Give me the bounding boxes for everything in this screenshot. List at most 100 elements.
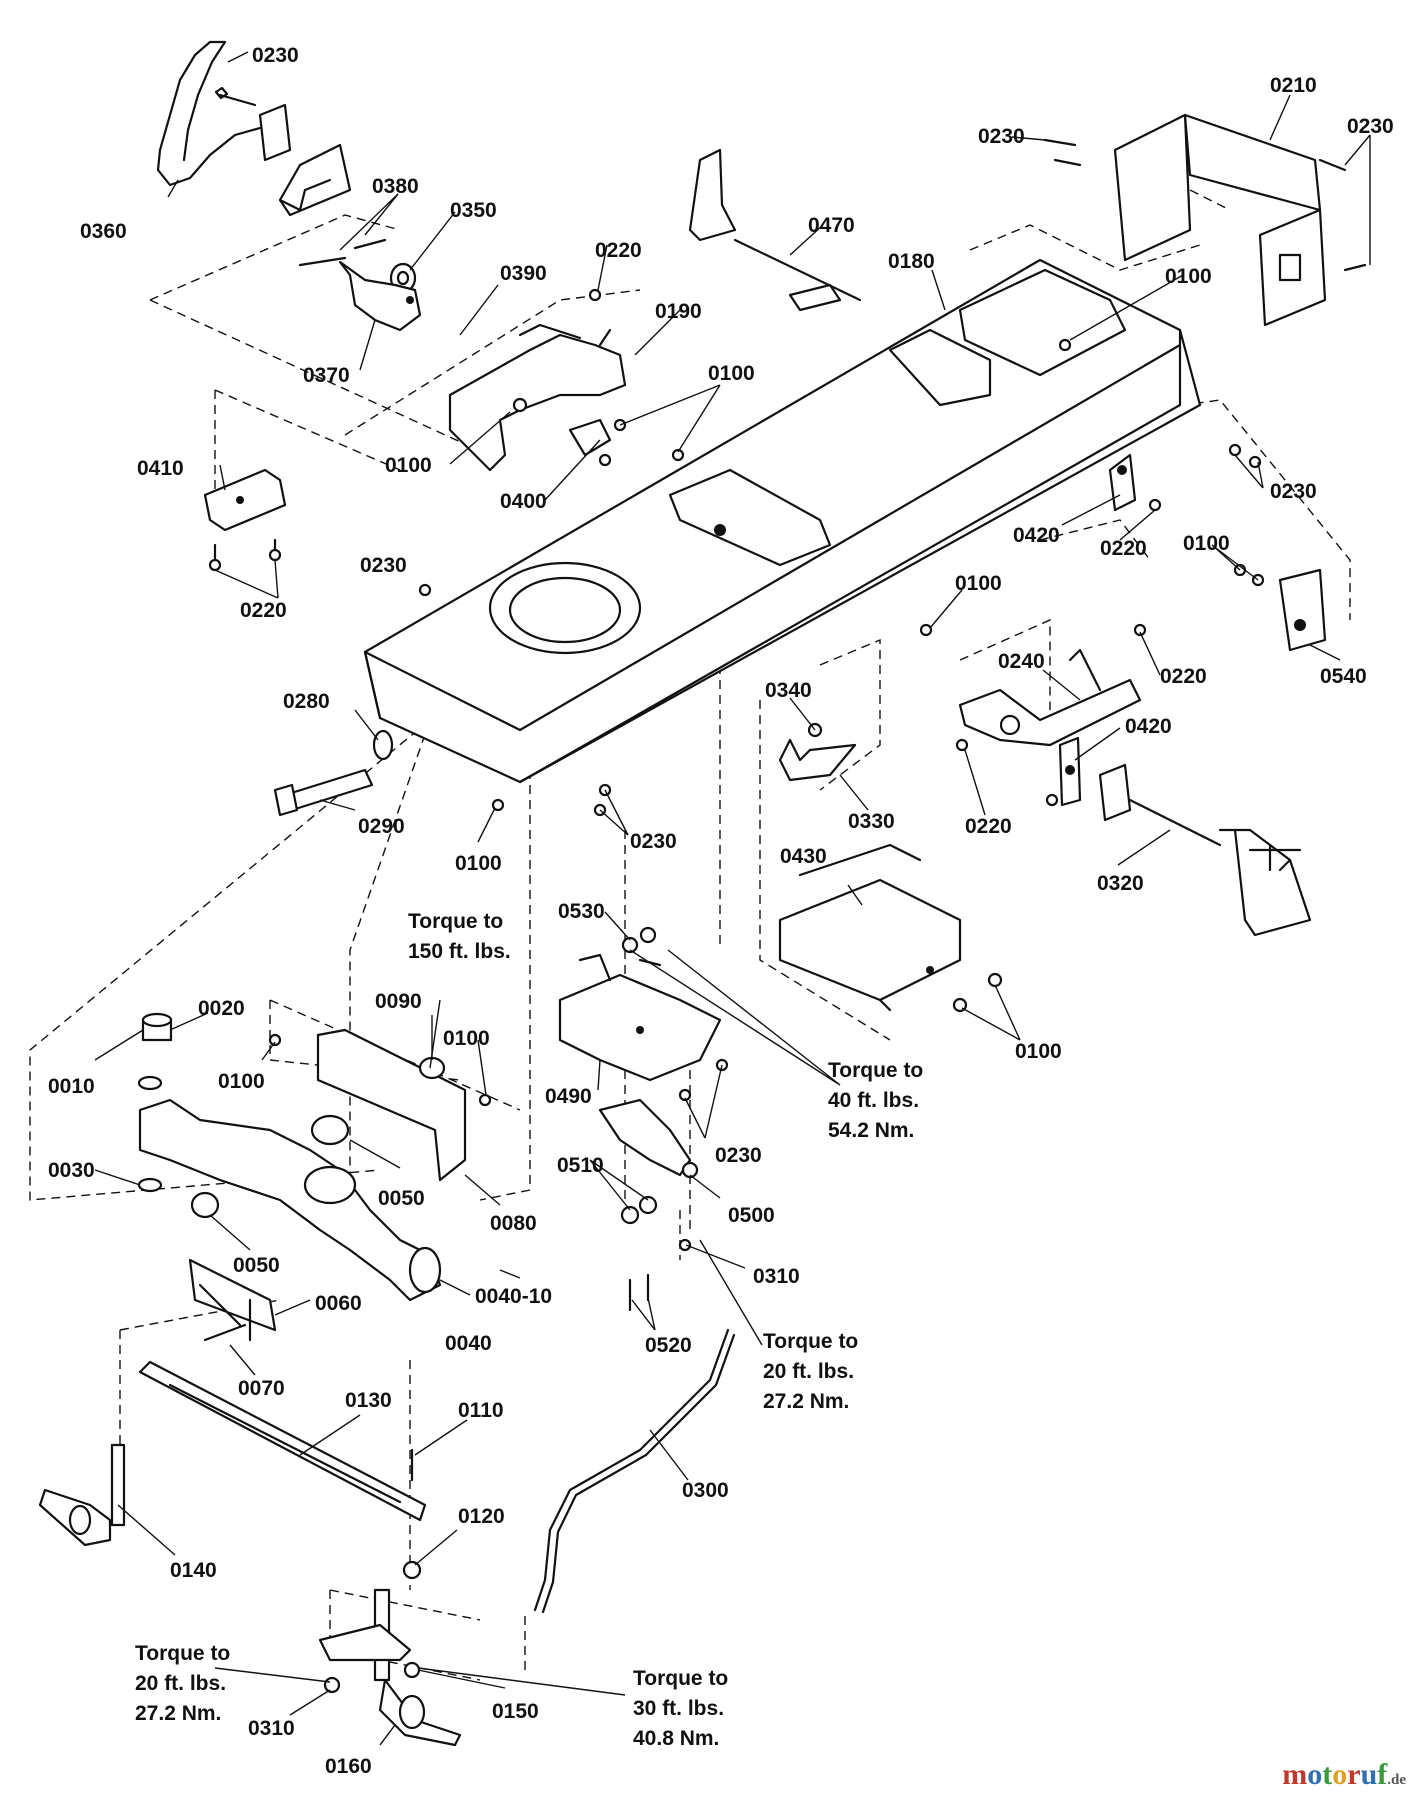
part-0360-lever <box>156 40 262 187</box>
part-0500-bracket <box>598 1098 699 1179</box>
torque-20b-line3: 27.2 Nm. <box>135 1702 221 1725</box>
part-0380-screws <box>298 238 387 267</box>
part-0230-screws-right <box>1043 138 1367 272</box>
label-0470: 0470 <box>808 214 855 237</box>
label-0510: 0510 <box>557 1154 604 1177</box>
part-0290-bolt <box>273 768 374 817</box>
label-0430: 0430 <box>780 845 827 868</box>
label-0050-a: 0050 <box>378 1187 425 1210</box>
leader-lines <box>94 51 1371 1746</box>
wm-o1: o <box>1307 1758 1323 1791</box>
part-0030-washers <box>137 1075 163 1193</box>
label-0130: 0130 <box>345 1389 392 1412</box>
torque-20b-line1: Torque to <box>135 1642 230 1665</box>
label-0050-b: 0050 <box>233 1254 280 1277</box>
label-0520: 0520 <box>645 1334 692 1357</box>
label-0100-h: 0100 <box>218 1070 265 1093</box>
label-0230-d: 0230 <box>1270 480 1317 503</box>
label-0100-d: 0100 <box>1183 532 1230 555</box>
label-0120: 0120 <box>458 1505 505 1528</box>
label-0420-b: 0420 <box>1125 715 1172 738</box>
label-0410: 0410 <box>137 457 184 480</box>
label-0340: 0340 <box>765 679 812 702</box>
label-0220-d: 0220 <box>1160 665 1207 688</box>
part-0350-spacer <box>389 262 417 294</box>
part-0300-drag-link <box>533 1328 736 1614</box>
torque-40-line3: 54.2 Nm. <box>828 1119 914 1142</box>
torque-40-line1: Torque to <box>828 1059 923 1082</box>
label-0220-a: 0220 <box>595 239 642 262</box>
label-0390: 0390 <box>500 262 547 285</box>
label-0100-e: 0100 <box>955 572 1002 595</box>
label-0040-10: 0040-10 <box>475 1285 552 1308</box>
part-0490-plate <box>558 953 722 1082</box>
wm-r: r <box>1347 1758 1361 1791</box>
label-0150: 0150 <box>492 1700 539 1723</box>
part-bracket-upper-left <box>258 103 352 217</box>
part-0060-bracket <box>188 1258 277 1342</box>
wm-m: m <box>1282 1758 1308 1791</box>
part-0050-bushing-a <box>310 1114 350 1146</box>
torque-note-20-a: Torque to 20 ft. lbs. 27.2 Nm. <box>763 1330 858 1413</box>
part-0040-axle <box>138 1098 442 1302</box>
torque-20a-line3: 27.2 Nm. <box>763 1390 849 1413</box>
part-0310-nut-b <box>323 1676 341 1694</box>
label-0540: 0540 <box>1320 665 1367 688</box>
label-0310-b: 0310 <box>248 1717 295 1740</box>
part-0420-bracket-a <box>1108 453 1137 512</box>
label-0100-b: 0100 <box>385 454 432 477</box>
label-0220-c: 0220 <box>1100 537 1147 560</box>
part-0540-bracket <box>1278 568 1327 652</box>
part-0090-bushing <box>418 1056 446 1080</box>
part-labels: 0230 0360 0380 0350 0370 0390 0220 0190 … <box>48 44 1394 1778</box>
label-0370: 0370 <box>303 364 350 387</box>
label-0530: 0530 <box>558 900 605 923</box>
torque-20b-line2: 20 ft. lbs. <box>135 1672 226 1695</box>
torque-20a-line2: 20 ft. lbs. <box>763 1360 854 1383</box>
label-0100-c: 0100 <box>1165 265 1212 288</box>
torque-note-20-b: Torque to 20 ft. lbs. 27.2 Nm. <box>135 1642 230 1725</box>
part-0010-cap <box>141 1012 173 1042</box>
label-0310-a: 0310 <box>753 1265 800 1288</box>
part-0400-clip <box>568 418 612 457</box>
label-0230-g: 0230 <box>715 1144 762 1167</box>
label-0100-f: 0100 <box>455 852 502 875</box>
label-0230-f: 0230 <box>630 830 677 853</box>
part-0100-nuts-right <box>952 972 1003 1013</box>
part-0050-bushing-b <box>190 1191 220 1219</box>
watermark-logo: motoruf.de <box>1282 1758 1406 1792</box>
label-0110: 0110 <box>458 1399 504 1422</box>
part-0530-nuts <box>621 926 657 954</box>
part-0150-nut <box>403 1661 421 1679</box>
wm-t: t <box>1322 1758 1333 1791</box>
label-0500: 0500 <box>728 1204 775 1227</box>
torque-150-line2: 150 ft. lbs. <box>408 940 511 963</box>
label-0070: 0070 <box>238 1377 285 1400</box>
label-0230-c: 0230 <box>1347 115 1394 138</box>
torque-note-150: Torque to 150 ft. lbs. <box>408 910 511 963</box>
label-0100-a: 0100 <box>708 362 755 385</box>
label-0230-e: 0230 <box>360 554 407 577</box>
part-0280-washer <box>372 729 394 761</box>
part-0410-bracket <box>203 468 287 532</box>
label-0330: 0330 <box>848 810 895 833</box>
label-0400: 0400 <box>500 490 547 513</box>
label-0080: 0080 <box>490 1212 537 1235</box>
label-0010: 0010 <box>48 1075 95 1098</box>
label-0090: 0090 <box>375 990 422 1013</box>
label-0140: 0140 <box>170 1559 217 1582</box>
part-0160-spindle <box>318 1588 462 1747</box>
part-0230-screw-a <box>214 86 257 107</box>
part-0220-bolts-b <box>208 538 282 572</box>
part-0130-tie-rod <box>138 1360 427 1522</box>
label-0060: 0060 <box>315 1292 362 1315</box>
label-0020: 0020 <box>198 997 245 1020</box>
part-0520-bolts <box>628 1273 650 1312</box>
part-0320-lever <box>1098 763 1312 937</box>
part-0190-bracket <box>448 323 627 472</box>
label-0350: 0350 <box>450 199 497 222</box>
label-0280: 0280 <box>283 690 330 713</box>
torque-30-line1: Torque to <box>633 1667 728 1690</box>
part-0470-rod <box>688 148 862 312</box>
